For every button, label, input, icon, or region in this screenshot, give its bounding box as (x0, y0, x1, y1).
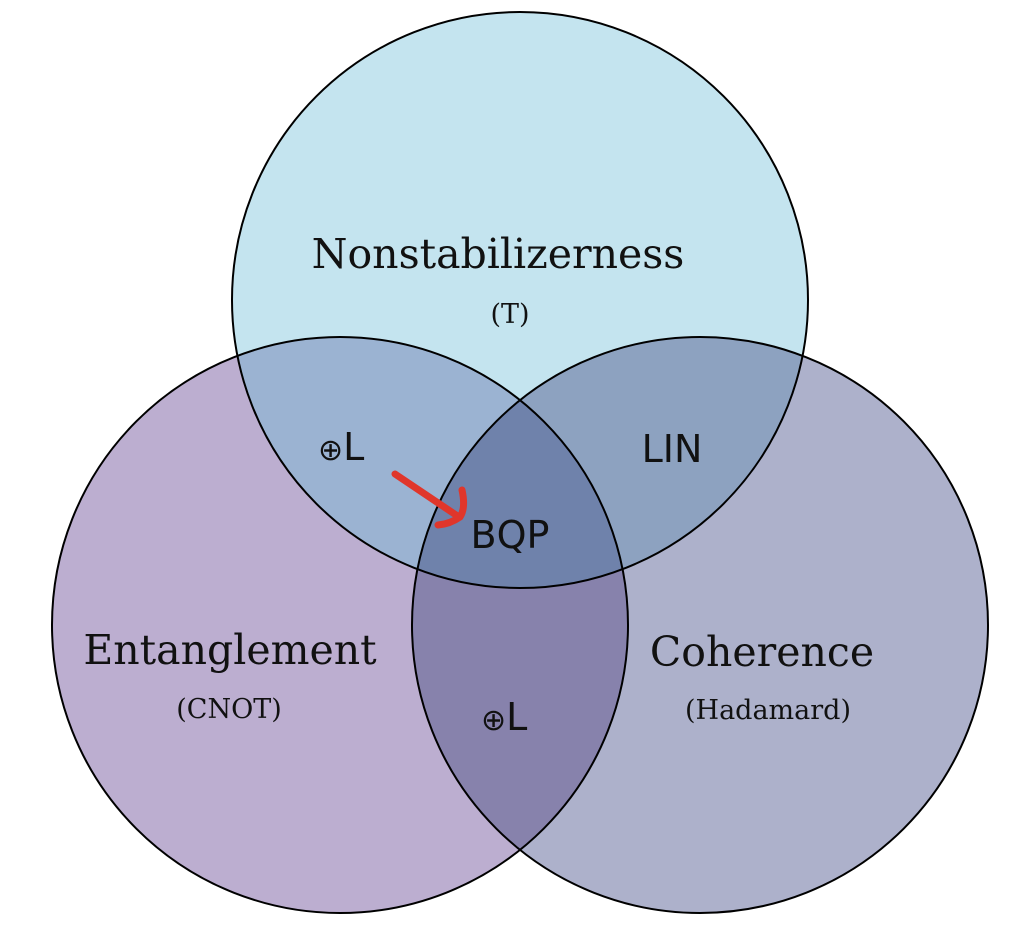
nonstabilizerness-title: Nonstabilizerness (312, 230, 685, 278)
oplus-l-label-bottom: ⊕L (481, 695, 527, 739)
entanglement-title: Entanglement (83, 626, 377, 674)
arrow-icon (391, 470, 468, 529)
coherence-outline (411, 336, 989, 914)
nonstabilizerness-subtitle: (T) (490, 299, 529, 330)
nonstabilizerness-outline (231, 11, 809, 589)
oplus-icon: ⊕ (481, 703, 506, 738)
intersection-all-three (412, 337, 628, 588)
entanglement-subtitle: (CNOT) (176, 694, 282, 725)
bqp-label: BQP (471, 513, 550, 557)
oplus-l-label-top: ⊕L (318, 425, 364, 469)
coherence-subtitle: (Hadamard) (685, 695, 851, 726)
lin-label: LIN (642, 427, 703, 471)
coherence-title: Coherence (650, 628, 874, 676)
entanglement-outline (51, 336, 629, 914)
oplus-icon: ⊕ (318, 433, 343, 468)
